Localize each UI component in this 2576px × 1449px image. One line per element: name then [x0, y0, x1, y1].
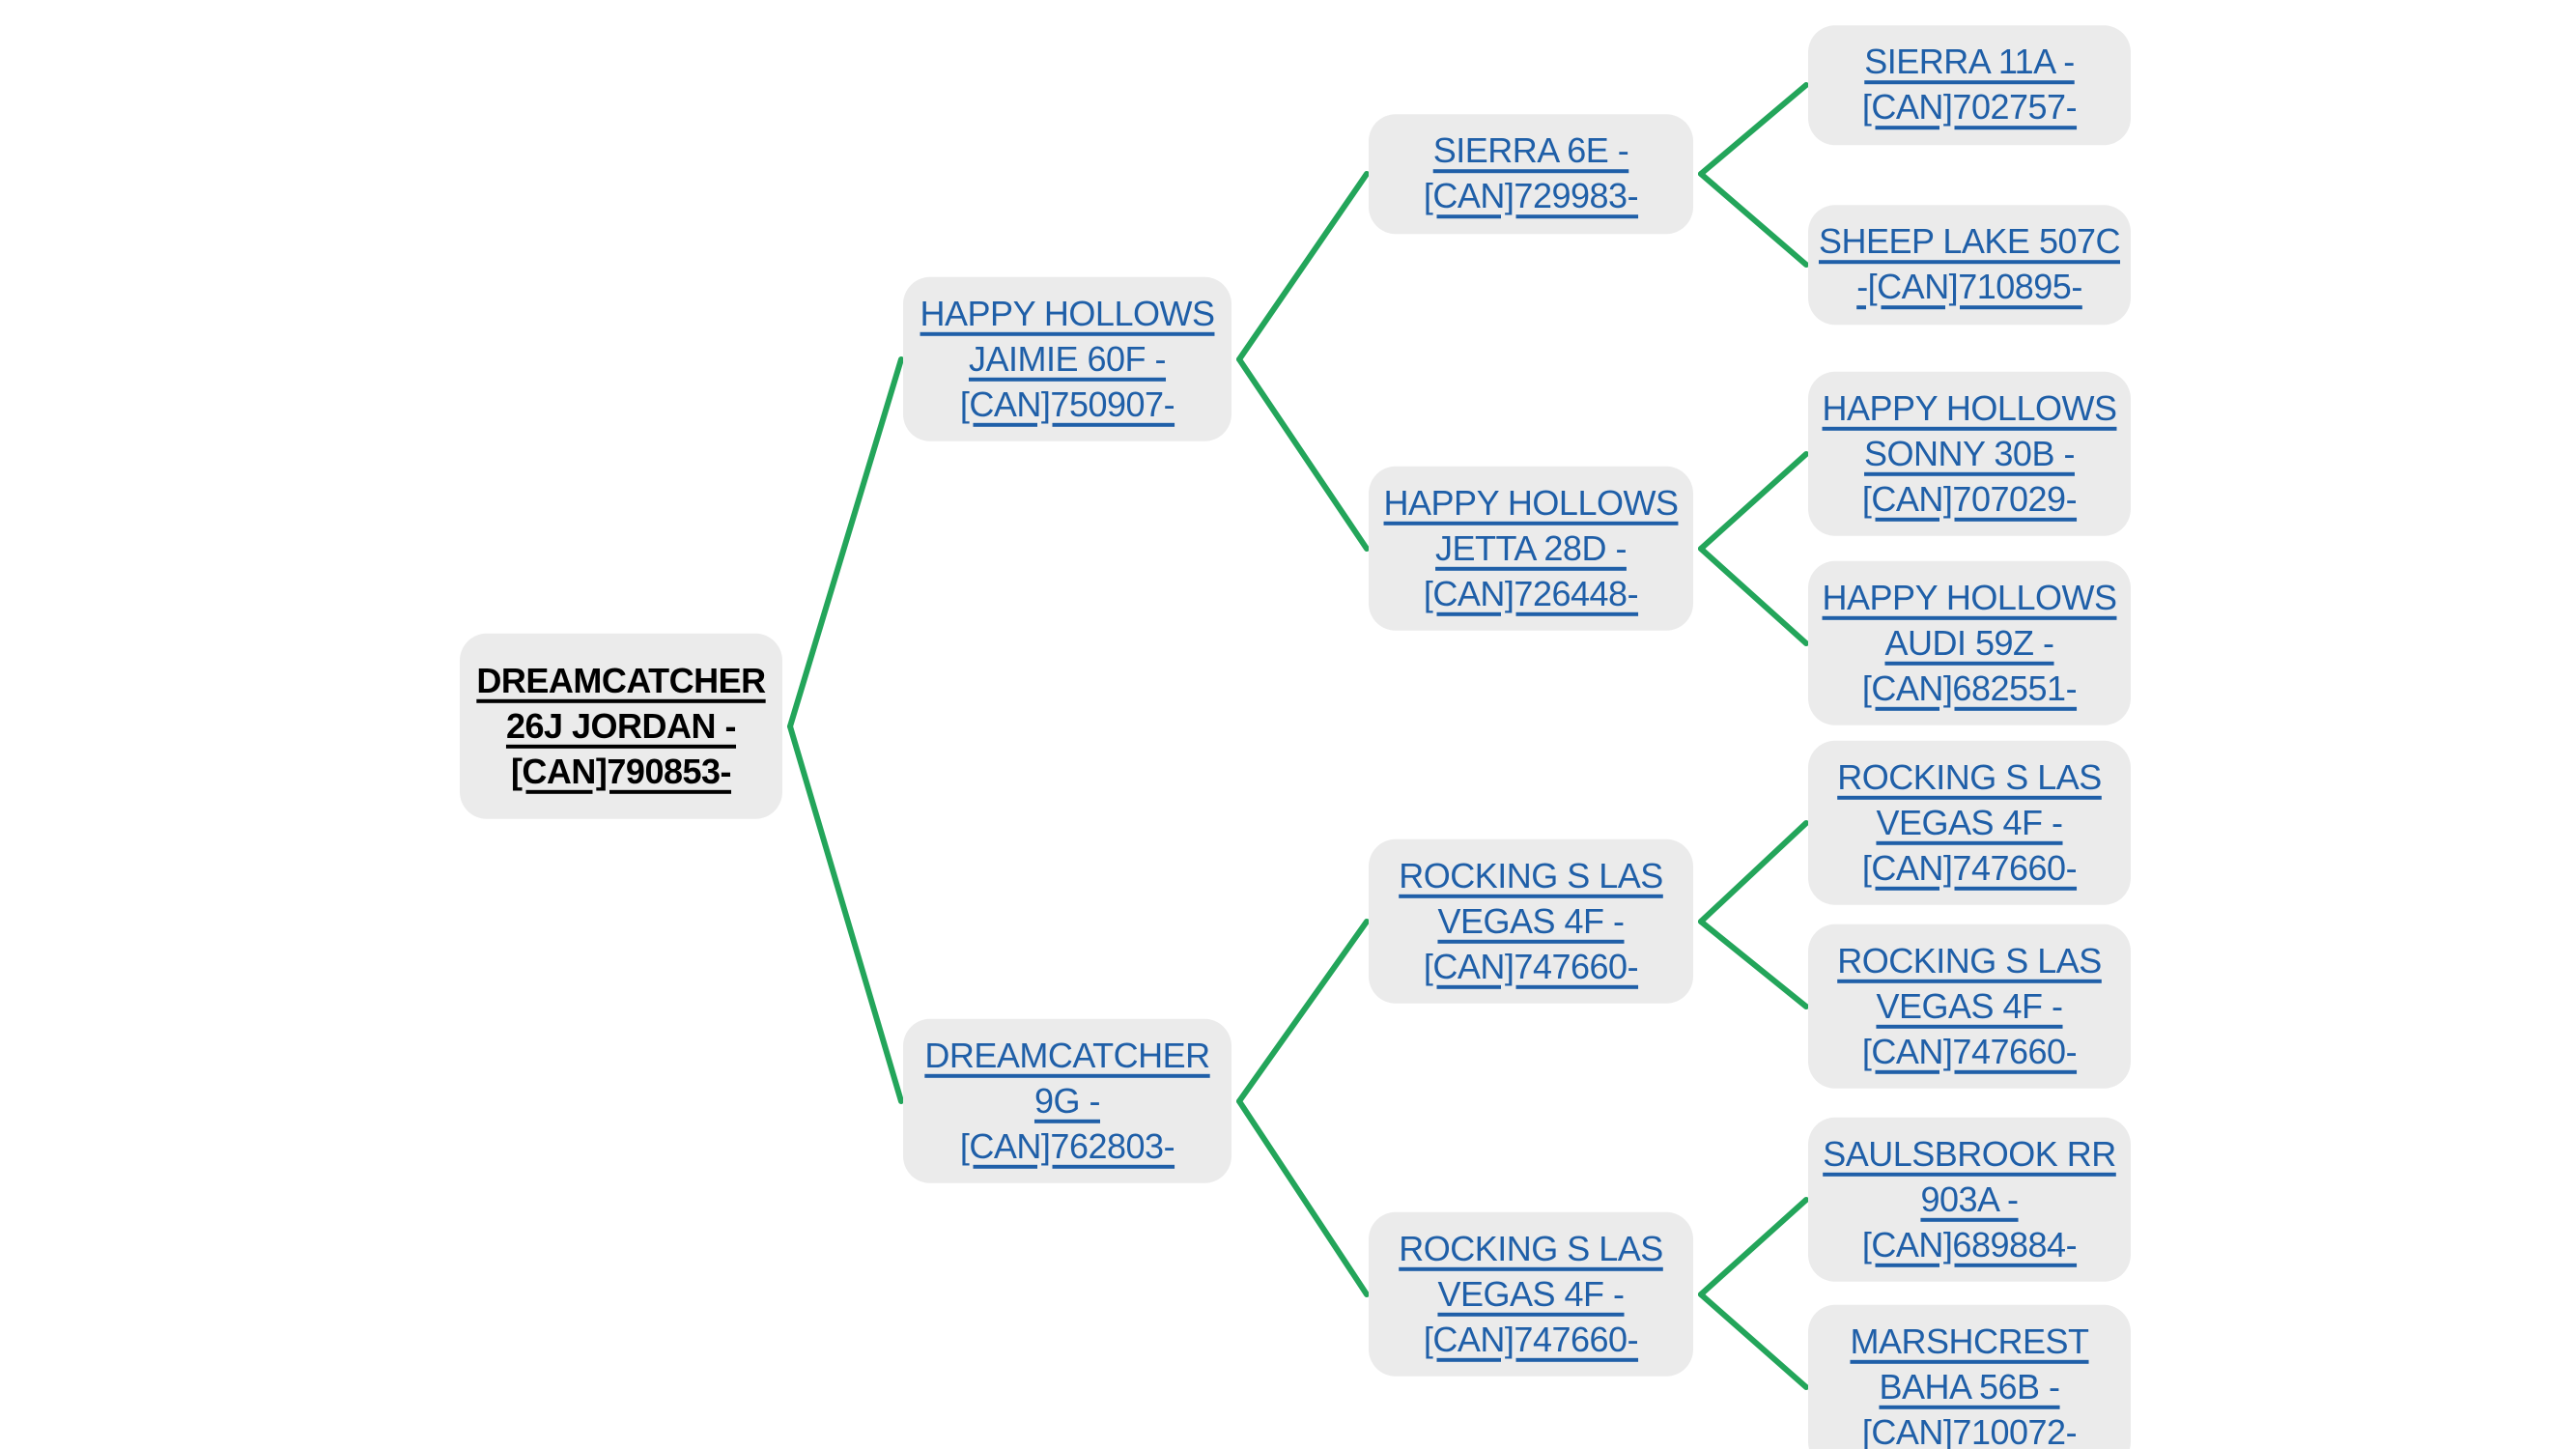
pedigree-node-link[interactable]: ROCKING S LAS VEGAS 4F - [CAN]747660-: [1837, 756, 2102, 888]
edge-line: [1698, 1292, 1809, 1390]
edge-line: [1236, 1098, 1370, 1297]
pedigree-node-happy-hollows-jetta-28d[interactable]: HAPPY HOLLOWS JETTA 28D - [CAN]726448-: [1369, 466, 1693, 632]
pedigree-node-happy-hollows-sonny-30b[interactable]: HAPPY HOLLOWS SONNY 30B - [CAN]707029-: [1808, 371, 2131, 537]
pedigree-node-link[interactable]: DREAMCATCHER 26J JORDAN - [CAN]790853-: [476, 660, 766, 791]
edge-line: [1698, 451, 1809, 552]
edge-line: [1236, 356, 1370, 552]
pedigree-node-link[interactable]: SAULSBROOK RR 903A - [CAN]689884-: [1823, 1133, 2116, 1264]
pedigree-node-link[interactable]: HAPPY HOLLOWS JAIMIE 60F - [CAN]750907-: [920, 293, 1215, 424]
pedigree-node-link[interactable]: SHEEP LAKE 507C -[CAN]710895-: [1818, 221, 2121, 306]
pedigree-node-sheep-lake-507c[interactable]: SHEEP LAKE 507C -[CAN]710895-: [1808, 205, 2131, 325]
pedigree-node-saulsbrook-rr-903a[interactable]: SAULSBROOK RR 903A - [CAN]689884-: [1808, 1117, 2131, 1283]
edge-line: [1698, 919, 1809, 1009]
pedigree-node-happy-hollows-audi-59z[interactable]: HAPPY HOLLOWS AUDI 59Z - [CAN]682551-: [1808, 560, 2131, 726]
edge-line: [1698, 171, 1809, 268]
edge-line: [1698, 82, 1809, 177]
edge-line: [1698, 546, 1809, 646]
pedigree-node-happy-hollows-jaimie-60f[interactable]: HAPPY HOLLOWS JAIMIE 60F - [CAN]750907-: [903, 276, 1231, 442]
pedigree-node-link[interactable]: MARSHCREST BAHA 56B - [CAN]710072-: [1850, 1321, 2089, 1449]
pedigree-node-dreamcatcher-26j-jordan[interactable]: DREAMCATCHER 26J JORDAN - [CAN]790853-: [460, 633, 782, 820]
pedigree-node-link[interactable]: HAPPY HOLLOWS AUDI 59Z - [CAN]682551-: [1822, 577, 2117, 708]
pedigree-node-sierra-6e[interactable]: SIERRA 6E - [CAN]729983-: [1369, 114, 1693, 234]
pedigree-node-link[interactable]: DREAMCATCHER 9G - [CAN]762803-: [924, 1035, 1210, 1166]
edge-line: [787, 356, 904, 729]
pedigree-node-link[interactable]: SIERRA 11A - [CAN]702757-: [1861, 42, 2078, 127]
edge-line: [787, 724, 904, 1104]
pedigree-node-rocking-s-las-vegas-4f-g3a[interactable]: ROCKING S LAS VEGAS 4F - [CAN]747660-: [1369, 838, 1693, 1005]
edge-line: [1698, 820, 1809, 924]
pedigree-node-link[interactable]: ROCKING S LAS VEGAS 4F - [CAN]747660-: [1837, 940, 2102, 1071]
pedigree-node-rocking-s-las-vegas-4f-g4a[interactable]: ROCKING S LAS VEGAS 4F - [CAN]747660-: [1808, 740, 2131, 906]
pedigree-node-sierra-11a[interactable]: SIERRA 11A - [CAN]702757-: [1808, 25, 2131, 145]
edge-line: [1236, 171, 1370, 362]
pedigree-node-link[interactable]: ROCKING S LAS VEGAS 4F - [CAN]747660-: [1399, 855, 1663, 986]
pedigree-node-dreamcatcher-9g[interactable]: DREAMCATCHER 9G - [CAN]762803-: [903, 1018, 1231, 1184]
edge-line: [1698, 1197, 1809, 1297]
pedigree-node-rocking-s-las-vegas-4f-g4b[interactable]: ROCKING S LAS VEGAS 4F - [CAN]747660-: [1808, 923, 2131, 1090]
pedigree-node-link[interactable]: SIERRA 6E - [CAN]729983-: [1423, 130, 1639, 215]
pedigree-node-rocking-s-las-vegas-4f-g3b[interactable]: ROCKING S LAS VEGAS 4F - [CAN]747660-: [1369, 1211, 1693, 1378]
pedigree-node-link[interactable]: HAPPY HOLLOWS JETTA 28D - [CAN]726448-: [1383, 482, 1679, 613]
pedigree-node-marshcrest-baha-56b[interactable]: MARSHCREST BAHA 56B - [CAN]710072-: [1808, 1304, 2131, 1449]
edge-line: [1236, 919, 1370, 1104]
pedigree-node-link[interactable]: HAPPY HOLLOWS SONNY 30B - [CAN]707029-: [1822, 387, 2117, 519]
pedigree-node-link[interactable]: ROCKING S LAS VEGAS 4F - [CAN]747660-: [1399, 1228, 1663, 1359]
